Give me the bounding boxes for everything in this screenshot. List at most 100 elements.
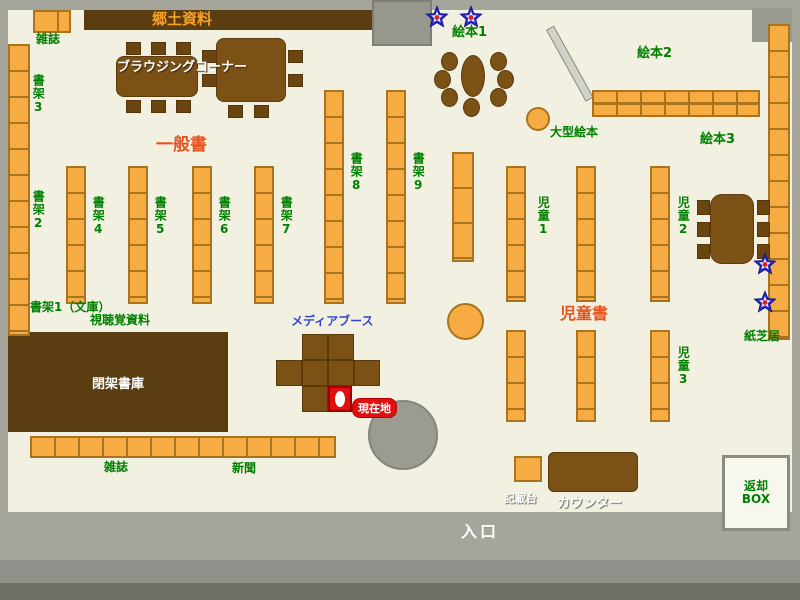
local-materials-label: 郷土資料 bbox=[152, 10, 213, 28]
chair bbox=[288, 50, 303, 63]
chair bbox=[697, 222, 710, 237]
chair bbox=[126, 100, 141, 113]
shelf2-label: 書架2 bbox=[31, 190, 46, 231]
children-shelf-1b bbox=[576, 166, 596, 302]
chair bbox=[757, 222, 770, 237]
media-booth-seat bbox=[276, 360, 302, 386]
star-marker-icon bbox=[753, 252, 777, 275]
media-booth-seat bbox=[302, 360, 328, 386]
browsing-corner-label: ブラウジングコーナー bbox=[117, 60, 248, 75]
magazine-newspaper-rack bbox=[30, 436, 336, 458]
children3-label: 児童3 bbox=[676, 346, 691, 387]
children-shelf-1a bbox=[506, 166, 526, 302]
counter-desk bbox=[548, 452, 638, 492]
bookshelf-6 bbox=[192, 166, 212, 304]
star-marker-icon bbox=[459, 5, 483, 28]
media-booth-seat bbox=[328, 334, 354, 360]
shelf7-label: 書架7 bbox=[279, 196, 294, 237]
storytime-seat bbox=[490, 88, 507, 107]
chair bbox=[697, 200, 710, 215]
newspaper-label: 新聞 bbox=[232, 461, 257, 475]
bottom-wall-band bbox=[0, 560, 800, 585]
media-booth-seat bbox=[302, 386, 328, 412]
magazine-rack-top bbox=[33, 10, 71, 33]
chair bbox=[202, 74, 217, 87]
shelf9-label: 書架9 bbox=[411, 152, 426, 193]
picture-books3-label: 絵本3 bbox=[700, 132, 736, 147]
media-booth-seat bbox=[328, 360, 354, 386]
children1-label: 児童1 bbox=[536, 196, 551, 237]
wall-pillar-top bbox=[372, 0, 432, 46]
kisaidai-stand bbox=[514, 456, 542, 482]
shelf6-label: 書架6 bbox=[217, 196, 232, 237]
return-box-label-line2: BOX bbox=[741, 492, 771, 506]
kisaidai-label: 記載台 bbox=[504, 492, 537, 505]
magazines-top-label: 雑誌 bbox=[36, 32, 61, 46]
picture-book-shelf-row2 bbox=[592, 103, 760, 117]
storytime-seat bbox=[497, 70, 514, 89]
chair bbox=[151, 100, 166, 113]
large-picture-books-label: 大型絵本 bbox=[550, 125, 599, 139]
media-booth-seat bbox=[302, 334, 328, 360]
current-location-booth bbox=[328, 386, 352, 412]
chair bbox=[126, 42, 141, 55]
shelf3-label: 書架3 bbox=[31, 74, 46, 115]
return-box-label-line1: 返却 bbox=[743, 478, 768, 493]
storytime-center-table bbox=[461, 55, 485, 97]
shelf5-label: 書架5 bbox=[153, 196, 168, 237]
storytime-seat bbox=[490, 52, 507, 71]
return-box-room: 返却 BOX bbox=[722, 455, 790, 531]
children-shelf-2 bbox=[650, 166, 670, 302]
chair bbox=[288, 74, 303, 87]
chair bbox=[176, 42, 191, 55]
kamishibai-label: 紙芝居 bbox=[744, 329, 781, 343]
storytime-seat bbox=[441, 88, 458, 107]
local-materials-shelf bbox=[84, 10, 372, 30]
picture-books1-label: 絵本1 bbox=[452, 25, 488, 40]
bookshelf-5 bbox=[128, 166, 148, 304]
left-wall-shelf bbox=[8, 44, 30, 336]
chair bbox=[176, 100, 191, 113]
current-location-badge: 現在地 bbox=[352, 398, 397, 418]
browsing-table-right bbox=[216, 38, 286, 102]
media-booth-label: メディアブース bbox=[291, 314, 374, 328]
magazines-bottom-label: 雑誌 bbox=[104, 460, 129, 474]
bottom-dark-band bbox=[0, 583, 800, 600]
shelf4-label: 書架4 bbox=[91, 196, 106, 237]
current-location-oval bbox=[335, 391, 345, 407]
children2-label: 児童2 bbox=[676, 196, 691, 237]
media-booth-seat bbox=[354, 360, 380, 386]
children-table bbox=[710, 194, 754, 264]
shelf1-bunko-label: 書架1（文庫） bbox=[30, 300, 111, 314]
bookshelf-9 bbox=[386, 90, 406, 304]
picture-books2-label: 絵本2 bbox=[637, 46, 673, 61]
star-marker-icon bbox=[425, 5, 449, 28]
center-shelf bbox=[452, 152, 474, 262]
closed-stacks-label: 閉架書庫 bbox=[91, 376, 144, 392]
bookshelf-4 bbox=[66, 166, 86, 304]
shelf8-label: 書架8 bbox=[349, 152, 364, 193]
children-books-label: 児童書 bbox=[560, 304, 609, 323]
chair bbox=[202, 50, 217, 63]
chair bbox=[757, 200, 770, 215]
storytime-seat bbox=[441, 52, 458, 71]
general-books-label: 一般書 bbox=[156, 135, 207, 155]
large-picture-book-table bbox=[526, 107, 550, 131]
chair bbox=[151, 42, 166, 55]
children-shelf-3b bbox=[576, 330, 596, 422]
browsing-table-left bbox=[116, 56, 198, 97]
bookshelf-8 bbox=[324, 90, 344, 304]
entrance-label: 入口 bbox=[461, 522, 500, 541]
storytime-seat bbox=[463, 98, 480, 117]
children-shelf-3c bbox=[650, 330, 670, 422]
picture-book-shelf-row1 bbox=[592, 90, 760, 104]
chair bbox=[228, 105, 243, 118]
storytime-seat bbox=[434, 70, 451, 89]
chair bbox=[697, 244, 710, 259]
children-shelf-3a bbox=[506, 330, 526, 422]
round-table bbox=[447, 303, 484, 340]
star-marker-icon bbox=[753, 290, 777, 313]
chair bbox=[254, 105, 269, 118]
closed-stacks-room: 閉架書庫 bbox=[8, 332, 228, 432]
